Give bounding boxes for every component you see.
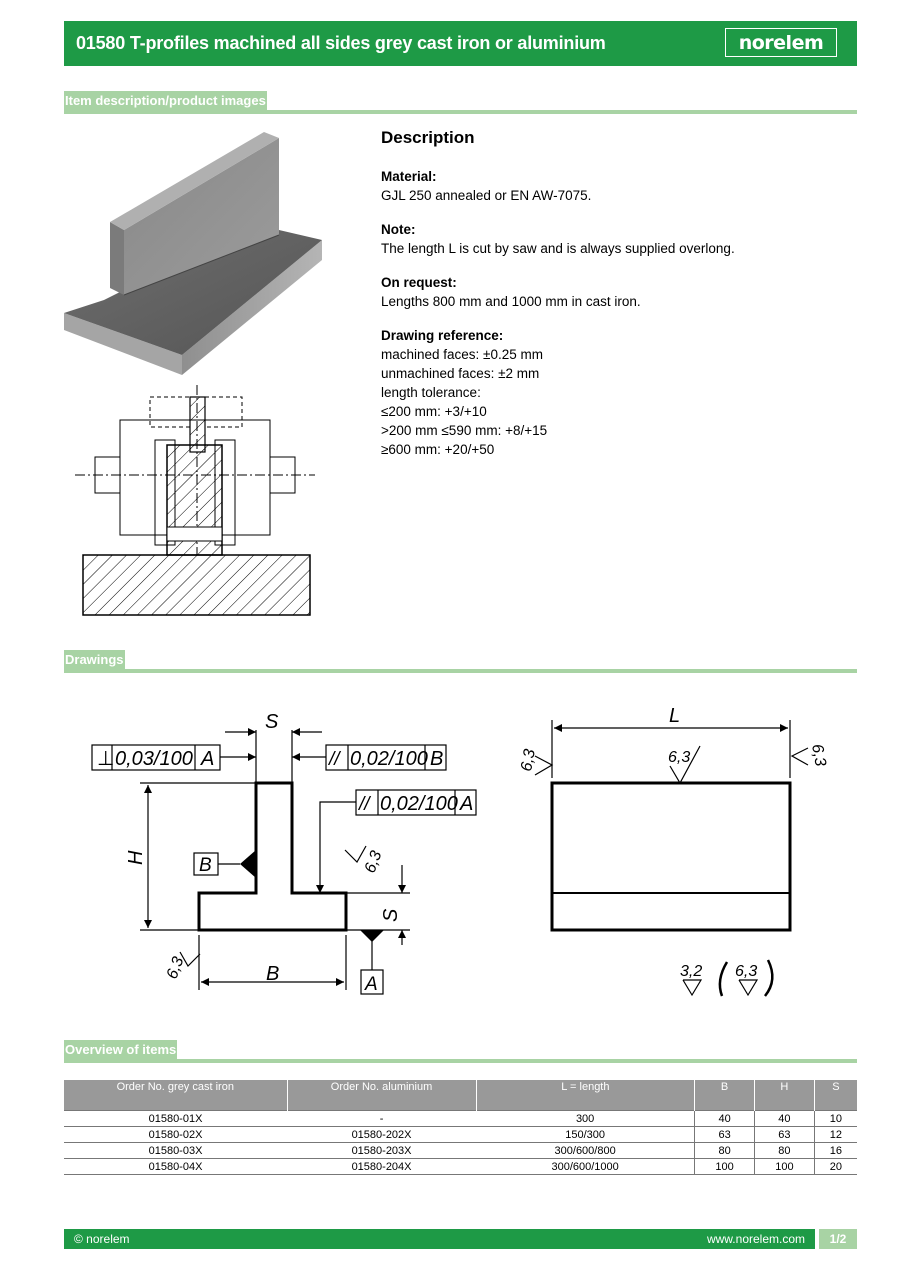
note-block: Note: The length L is cut by saw and is … <box>381 220 841 258</box>
roughness-general: 3,2 <box>680 963 702 980</box>
drawing-line: ≤200 mm: +3/+10 <box>381 404 487 419</box>
table-row: 01580-03X 01580-203X 300/600/800 80 80 1… <box>64 1142 857 1159</box>
col-header: L = length <box>475 1080 695 1111</box>
table-cell: 40 <box>694 1110 755 1127</box>
request-text: Lengths 800 mm and 1000 mm in cast iron. <box>381 294 641 309</box>
datum-ref-a-2: A <box>459 793 473 815</box>
roughness-other: 6,3 <box>735 963 757 980</box>
table-cell: 01580-03X <box>64 1142 288 1159</box>
col-header: H <box>754 1080 815 1111</box>
request-label: On request: <box>381 275 457 290</box>
roughness-view-left: 6,3 <box>518 748 539 773</box>
roughness-view-right: 6,3 <box>808 743 829 768</box>
footer-bar: © norelem www.norelem.com <box>64 1229 815 1249</box>
table-cell: 63 <box>694 1126 755 1143</box>
datum-b-label: B <box>199 855 212 876</box>
material-text: GJL 250 annealed or EN AW-7075. <box>381 188 592 203</box>
table-cell: 01580-02X <box>64 1126 288 1143</box>
table-cell: 01580-204X <box>287 1158 477 1175</box>
table-cell: 16 <box>813 1142 857 1159</box>
par-tolerance-1: 0,02/100 <box>350 748 428 770</box>
section-divider <box>64 110 857 114</box>
datum-a-label: A <box>364 974 378 995</box>
logo-text: norelem <box>738 31 824 54</box>
table-cell: 150/300 <box>476 1126 695 1143</box>
table-cell: 12 <box>813 1126 857 1143</box>
roughness-web: 6,3 <box>362 849 386 876</box>
description-panel: Description Material: GJL 250 annealed o… <box>381 128 841 474</box>
description-heading: Description <box>381 128 475 147</box>
table-cell: 300 <box>476 1110 695 1127</box>
drawing-line: unmachined faces: ±2 mm <box>381 366 540 381</box>
col-header: B <box>694 1080 755 1111</box>
website-link[interactable]: www.norelem.com <box>706 1232 805 1246</box>
table-cell: 20 <box>813 1158 857 1175</box>
par-symbol-2: // <box>357 794 371 815</box>
drawing-line: length tolerance: <box>381 385 481 400</box>
copyright: © norelem <box>74 1232 130 1246</box>
section-label-drawings: Drawings <box>64 650 125 670</box>
material-label: Material: <box>381 169 437 184</box>
perp-symbol: ⊥ <box>97 748 114 770</box>
col-header: Order No. aluminium <box>286 1080 477 1111</box>
material-block: Material: GJL 250 annealed or EN AW-7075… <box>381 167 841 205</box>
roughness-left: 6,3 <box>164 955 188 982</box>
section-label-overview: Overview of items <box>64 1040 178 1060</box>
table-cell: 63 <box>754 1126 815 1143</box>
table-cell: 40 <box>754 1110 815 1127</box>
col-header: S <box>813 1080 857 1111</box>
header-bar: 01580 T-profiles machined all sides grey… <box>64 21 857 66</box>
note-text: The length L is cut by saw and is always… <box>381 241 735 256</box>
table-cell: 01580-202X <box>287 1126 477 1143</box>
table-cell: - <box>287 1110 477 1127</box>
dim-h: H <box>125 850 147 865</box>
col-header: Order No. grey cast iron <box>64 1080 288 1111</box>
page-title: 01580 T-profiles machined all sides grey… <box>76 33 606 53</box>
table-cell: 300/600/1000 <box>476 1158 695 1175</box>
items-table: Order No. grey cast iron Order No. alumi… <box>64 1080 857 1175</box>
assembly-sketch <box>75 385 315 616</box>
drawing-line: ≥600 mm: +20/+50 <box>381 442 495 457</box>
table-cell: 80 <box>694 1142 755 1159</box>
section-divider <box>64 669 857 673</box>
table-row: 01580-01X - 300 40 40 10 <box>64 1110 857 1127</box>
table-cell: 100 <box>754 1158 815 1175</box>
dim-s-top: S <box>265 711 279 733</box>
page-number: 1/2 <box>819 1229 857 1249</box>
drawing-reference-label: Drawing reference: <box>381 328 504 343</box>
roughness-top: 6,3 <box>668 749 690 766</box>
technical-drawing: S ⊥ 0,03/100 A // 0,02/100 B // 0,02/100… <box>91 705 829 997</box>
table-row: 01580-04X 01580-204X 300/600/1000 100 10… <box>64 1158 857 1175</box>
datum-ref-a: A <box>200 748 214 770</box>
table-cell: 100 <box>694 1158 755 1175</box>
drawing-line: >200 mm ≤590 mm: +8/+15 <box>381 423 548 438</box>
section-label-item-description: Item description/product images <box>64 91 267 111</box>
table-header-row: Order No. grey cast iron Order No. alumi… <box>64 1080 857 1111</box>
drawing-line: machined faces: ±0.25 mm <box>381 347 543 362</box>
request-block: On request: Lengths 800 mm and 1000 mm i… <box>381 273 841 311</box>
dim-s-right: S <box>380 908 402 922</box>
table-row: 01580-02X 01580-202X 150/300 63 63 12 <box>64 1126 857 1143</box>
dim-l: L <box>669 705 680 727</box>
dim-b: B <box>266 963 279 985</box>
table-cell: 01580-01X <box>64 1110 288 1127</box>
drawing-reference-block: Drawing reference: machined faces: ±0.25… <box>381 326 841 459</box>
note-label: Note: <box>381 222 416 237</box>
table-cell: 10 <box>813 1110 857 1127</box>
table-cell: 80 <box>754 1142 815 1159</box>
table-cell: 01580-203X <box>287 1142 477 1159</box>
datum-ref-b: B <box>430 748 443 770</box>
table-cell: 300/600/800 <box>476 1142 695 1159</box>
table-cell: 01580-04X <box>64 1158 288 1175</box>
par-symbol-1: // <box>327 749 341 770</box>
product-photo <box>64 132 322 375</box>
section-divider <box>64 1059 857 1063</box>
par-tolerance-2: 0,02/100 <box>380 793 458 815</box>
perp-tolerance: 0,03/100 <box>115 748 193 770</box>
brand-logo: norelem <box>725 28 837 57</box>
